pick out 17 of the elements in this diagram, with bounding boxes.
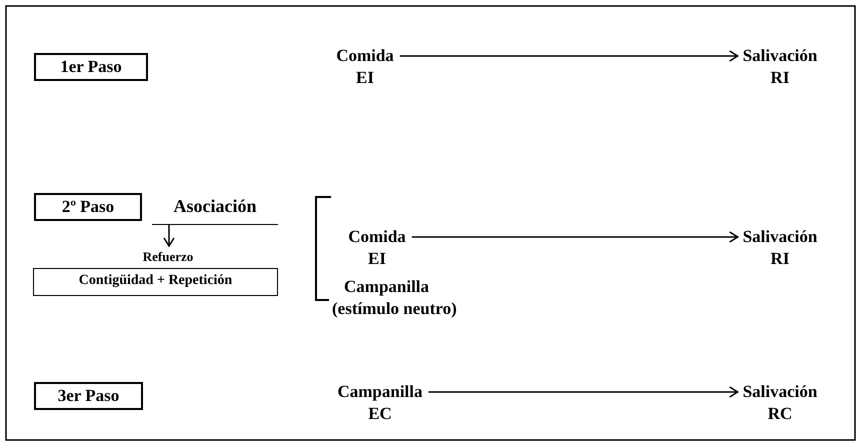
- stimulus-label: Comida EI: [325, 45, 405, 89]
- arrow: [412, 231, 738, 243]
- response-label: Salivación RI: [726, 45, 834, 89]
- response-label: Salivación RI: [726, 226, 834, 270]
- stimulus-label: Campanilla (estímulo neutro): [332, 276, 482, 320]
- step-box: 1er Paso: [34, 53, 148, 81]
- step-box: 2º Paso: [34, 193, 142, 221]
- arrow: [400, 50, 738, 62]
- step-box: 3er Paso: [34, 382, 143, 410]
- response-label: Salivación RC: [726, 381, 834, 425]
- stimulus-label: Campanilla EC: [325, 381, 435, 425]
- reinforcement-label: Refuerzo: [120, 246, 216, 268]
- arrow: [163, 225, 175, 247]
- stimulus-label: Comida EI: [337, 226, 417, 270]
- condition-box: Contigüidad + Repetición: [33, 268, 278, 296]
- association-label: Asociación: [152, 195, 278, 225]
- arrow: [428, 386, 738, 398]
